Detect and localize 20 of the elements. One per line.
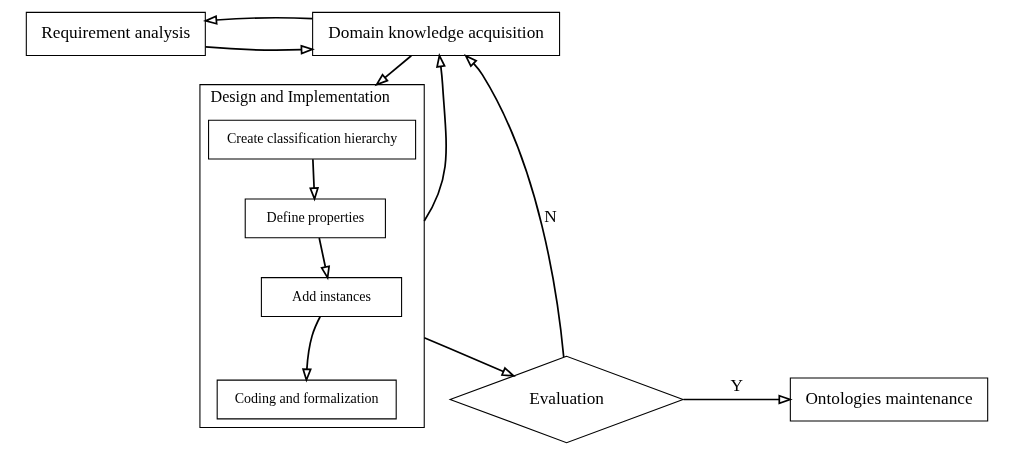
- node-box: Ontologies maintenance: [789, 377, 989, 422]
- arrow: [204, 44, 315, 55]
- node-diamond: Evaluation: [448, 355, 685, 444]
- edge-label: Y: [730, 375, 743, 395]
- arrow: [682, 394, 793, 405]
- arrow: [202, 14, 314, 25]
- arrow: [423, 53, 448, 222]
- node-box: Requirement analysis: [25, 11, 206, 57]
- edge-label: N: [544, 207, 557, 227]
- node-box: Create classification hierarchy: [208, 119, 417, 160]
- arrow: [318, 237, 331, 281]
- arrow: [374, 54, 413, 87]
- node-box: Domain knowledge acquisition: [312, 11, 561, 57]
- node-box: Define properties: [244, 198, 386, 239]
- node-box: Coding and formalization: [216, 379, 397, 420]
- arrow: [463, 54, 565, 358]
- arrow: [423, 336, 516, 377]
- node-box: Add instances: [260, 277, 403, 317]
- arrow: [309, 158, 320, 202]
- arrow: [301, 315, 321, 383]
